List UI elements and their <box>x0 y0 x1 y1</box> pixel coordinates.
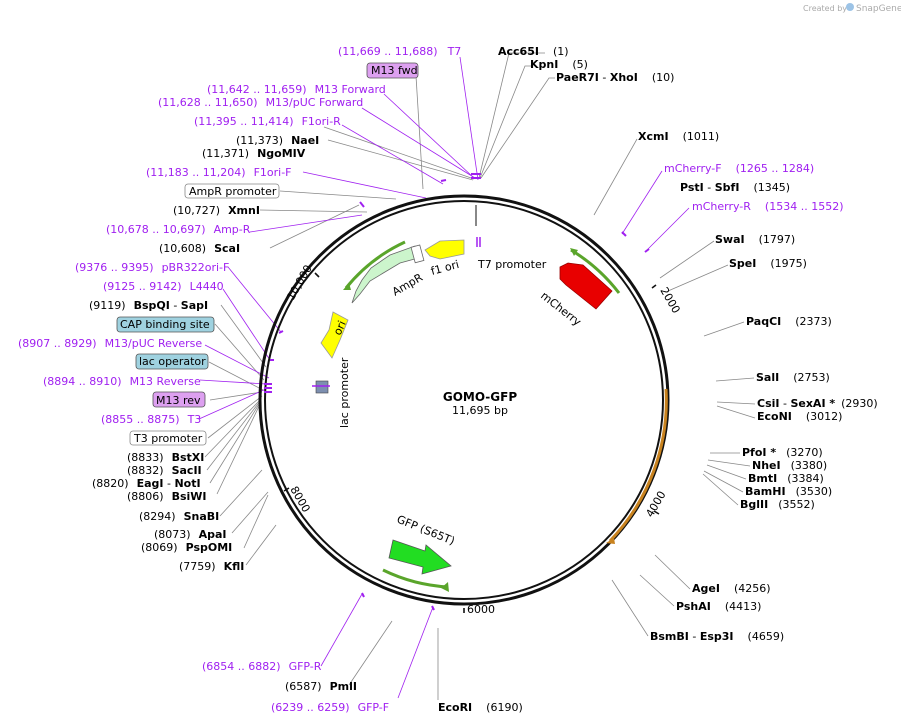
xcmi-site: XcmI(1011) <box>638 130 719 143</box>
m13-reverse-primer: (8894 .. 8910)M13 Reverse <box>43 375 201 388</box>
gfp-primer-arc <box>382 568 449 589</box>
l4440-primer: (9125 .. 9142)L4440 <box>103 280 224 293</box>
pmli-site: (6587)PmlI <box>285 680 357 693</box>
paer7i-xhoi-site: PaeR7I - XhoI(10) <box>556 71 674 84</box>
gfp-arrow <box>388 539 452 575</box>
leader-lines <box>204 52 756 700</box>
ori-arrow <box>320 311 349 359</box>
m13rev-box-label: M13 rev <box>156 394 201 407</box>
t7-promoter-label: T7 promoter <box>477 258 547 271</box>
orange-primer-arc-head <box>606 538 615 544</box>
cap-box-label: CAP binding site <box>120 318 210 331</box>
eagi-noti-site: (8820)EagI - NotI <box>92 477 201 490</box>
m13-forward-primer: (11,642 .. 11,659)M13 Forward <box>207 83 386 96</box>
tick-6000: 6000 <box>467 603 495 616</box>
m13rev-box <box>152 391 206 408</box>
sacii-site: (8832)SacII <box>127 464 202 477</box>
bsiwi-site: (8806)BsiWI <box>127 490 207 503</box>
paqci-site: PaqCI(2373) <box>746 315 832 328</box>
pshai-site: PshAI(4413) <box>676 600 761 613</box>
f1-ori-arrow <box>424 239 465 260</box>
m13puc-reverse-primer: (8907 .. 8929)M13/pUC Reverse <box>18 337 202 350</box>
backbone-outer-ring <box>258 194 670 606</box>
mcherry-primer-arc-head <box>570 248 578 256</box>
pspomi-site: (8069)PspOMI <box>141 541 232 554</box>
mcherry-label: mCherry <box>538 289 584 329</box>
scai-site: (10,608)ScaI <box>159 242 240 255</box>
ampr-primer-arc-head <box>343 283 351 290</box>
credit-brand: SnapGene <box>856 4 901 14</box>
kfli-site: (7759)KflI <box>179 560 244 573</box>
mcherry-arrow <box>559 262 613 310</box>
gfp-f-primer: (6239 .. 6259)GFP-F <box>271 701 389 714</box>
swai-site: SwaI(1797) <box>715 233 795 246</box>
csii-sexai-site: CsiI - SexAI *(2930) <box>757 397 878 410</box>
tick-4000: 4000 <box>643 489 668 520</box>
snabi-site: (8294)SnaBI <box>139 510 219 523</box>
m13fwd-box <box>366 62 419 79</box>
orange-primer-arc <box>608 388 668 543</box>
kpni-site: KpnI(5) <box>530 58 588 71</box>
amp-r-primer: (10,678 .. 10,697)Amp-R <box>106 223 251 236</box>
plasmid-name: GOMO-GFP <box>443 390 517 404</box>
mcherry-r-primer: mCherry-R(1534 .. 1552) <box>692 200 843 213</box>
backbone-inner-ring <box>264 200 664 600</box>
agei-site: AgeI(4256) <box>692 582 771 595</box>
lac-operator-box <box>135 353 209 370</box>
plasmid-size: 11,695 bp <box>452 404 508 417</box>
t7-primer-left: (11,669 .. 11,688)T7 <box>338 45 461 58</box>
bstxi-site: (8833)BstXI <box>127 451 204 464</box>
pfoi-site: PfoI *(3270) <box>742 446 823 459</box>
tick-2000: 2000 <box>657 285 682 316</box>
bmti-site: BmtI(3384) <box>748 472 824 485</box>
ampr-primer-arc <box>344 240 406 289</box>
snapgene-logo-icon <box>846 3 854 11</box>
f1ori-f-primer: (11,183 .. 11,204)F1ori-F <box>146 166 292 179</box>
spei-site: SpeI(1975) <box>729 257 807 270</box>
ngomiv-site: (11,371)NgoMIV <box>202 147 306 160</box>
naei-site: (11,373)NaeI <box>236 134 319 147</box>
acc65i-site: Acc65I(1) <box>498 45 569 58</box>
t3-promoter-box-label: T3 promoter <box>133 432 203 445</box>
t3-primer: (8855 .. 8875)T3 <box>101 413 201 426</box>
ampr-promoter-box <box>410 244 425 264</box>
t3-promoter-box <box>129 430 207 446</box>
mcherry-f-primer: mCherry-F(1265 .. 1284) <box>664 162 814 175</box>
bamhi-site: BamHI(3530) <box>745 485 832 498</box>
apai-site: (8073)ApaI <box>154 528 226 541</box>
tick-10000: 10,000 <box>284 263 315 303</box>
lac-promoter-label: lac promoter <box>338 357 351 428</box>
ampr-promoter-box-label: AmpR promoter <box>189 185 277 198</box>
bglii-site: BglII(3552) <box>740 498 815 511</box>
gfp-label: GFP (S65T) <box>395 513 457 548</box>
f1ori-r-primer: (11,395 .. 11,414)F1ori-R <box>194 115 341 128</box>
ecori-site: EcoRI(6190) <box>438 701 523 714</box>
ori-label: ori <box>331 319 349 337</box>
f1-ori-label: f1 ori <box>429 258 460 278</box>
bsmbi-esp3i-site: BsmBI - Esp3I(4659) <box>650 630 784 643</box>
psti-sbfi-site: PstI - SbfI(1345) <box>680 181 790 194</box>
gfp-primer-arc-head <box>441 582 449 592</box>
m13fwd-box-label: M13 fwd <box>371 64 418 77</box>
econi-site: EcoNI(3012) <box>757 410 842 423</box>
pbr322ori-f-primer: (9376 .. 9395)pBR322ori-F <box>75 261 229 274</box>
gfp-r-primer: (6854 .. 6882)GFP-R <box>202 660 322 673</box>
xmni-site: (10,727)XmnI <box>173 204 260 217</box>
lac-operator-box-label: lac operator <box>139 355 206 368</box>
ampr-label: AmpR <box>390 271 425 299</box>
lac-operator-mark <box>315 380 329 394</box>
m13puc-forward-primer: (11,628 .. 11,650)M13/pUC Forward <box>158 96 363 109</box>
primer-markers <box>264 173 650 611</box>
sali-site: SalI(2753) <box>756 371 830 384</box>
bspqi-sapi-site: (9119)BspQI - SapI <box>89 299 208 312</box>
credit-prefix: Created by <box>803 4 847 13</box>
ampr-promoter-label-box <box>184 183 280 199</box>
nhei-site: NheI(3380) <box>752 459 827 472</box>
scale-ticks <box>283 272 660 613</box>
cap-binding-site-box <box>116 316 215 333</box>
primer-leader-lines <box>198 56 690 699</box>
